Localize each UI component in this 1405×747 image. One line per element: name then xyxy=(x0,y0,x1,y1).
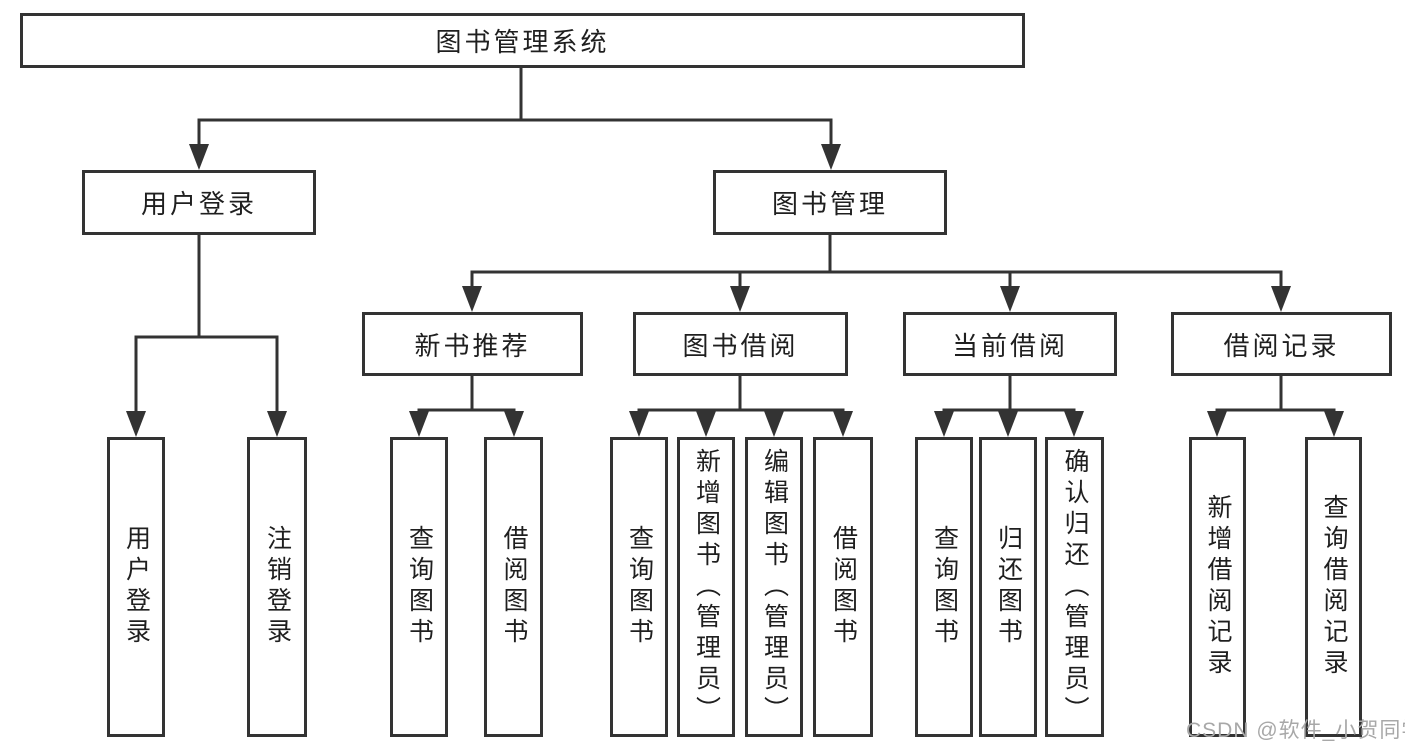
leaf-user-login: 用户登录 xyxy=(107,437,165,737)
leaf-nbr-borrow-books: 借阅图书 xyxy=(484,437,543,737)
node-borrow-records: 借阅记录 xyxy=(1171,312,1392,376)
leaf-bb-query-books: 查询图书 xyxy=(610,437,668,737)
leaf-logout: 注销登录 xyxy=(247,437,307,737)
leaf-cb-query-books: 查询图书 xyxy=(915,437,973,737)
leaf-br-add-borrow-record: 新增借阅记录 xyxy=(1189,437,1246,737)
node-current-borrow: 当前借阅 xyxy=(903,312,1117,376)
watermark: CSDN @软件_小贺同学 xyxy=(1186,719,1405,742)
node-new-book-recommend: 新书推荐 xyxy=(362,312,583,376)
leaf-nbr-query-books: 查询图书 xyxy=(390,437,448,737)
node-book-borrow: 图书借阅 xyxy=(633,312,848,376)
connector-line-segments xyxy=(134,66,1336,415)
node-user-login: 用户登录 xyxy=(82,170,316,235)
leaf-br-query-borrow-record: 查询借阅记录 xyxy=(1305,437,1362,737)
node-book-management: 图书管理 xyxy=(713,170,947,235)
leaf-cb-return-books: 归还图书 xyxy=(979,437,1037,737)
arrowhead-icons xyxy=(126,144,1344,437)
node-root-system: 图书管理系统 xyxy=(20,13,1025,68)
leaf-bb-add-books-admin: 新增图书（管理员） xyxy=(677,437,735,737)
leaf-bb-borrow-books: 借阅图书 xyxy=(813,437,873,737)
leaf-bb-edit-books-admin: 编辑图书（管理员） xyxy=(745,437,803,737)
leaf-cb-confirm-return-admin: 确认归还（管理员） xyxy=(1045,437,1104,737)
